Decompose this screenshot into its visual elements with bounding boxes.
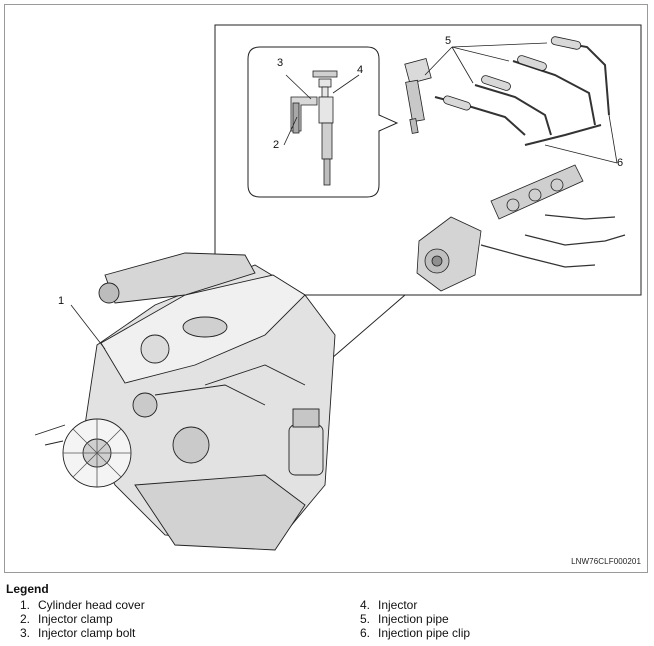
callout-2: 2	[273, 139, 280, 151]
engine-illustration	[34, 24, 642, 551]
legend-item-number: 5.	[360, 612, 371, 626]
engine-block	[34, 252, 336, 551]
legend-item-label: Cylinder head cover	[38, 598, 145, 612]
leaders-callout-6	[544, 114, 618, 164]
supply-pump	[416, 216, 482, 292]
figure-id: LNW76CLF000201	[571, 557, 641, 566]
callout-3: 3	[277, 57, 284, 69]
legend: Legend 1. Cylinder head cover 2. Injector …	[6, 582, 646, 640]
callout-6: 6	[617, 157, 624, 169]
legend-columns: 1. Cylinder head cover 2. Injector clamp 3…	[6, 598, 646, 640]
legend-title: Legend	[6, 582, 49, 596]
legend-item-label: Injection pipe clip	[378, 626, 471, 640]
legend-item-label: Injector	[378, 598, 418, 612]
engine-diagram-figure: 1 2 3 4 5 6 LNW76CLF000201	[4, 4, 648, 573]
legend-item-label: Injector clamp bolt	[38, 626, 136, 640]
legend-column-right: 4. Injector 5. Injection pipe 6. Injection …	[360, 598, 470, 640]
leaders-callout-5	[424, 42, 548, 84]
callout-4: 4	[357, 64, 364, 76]
legend-item: 5. Injection pipe	[360, 612, 470, 626]
legend-item: 2. Injector clamp	[20, 612, 360, 626]
legend-item: 1. Cylinder head cover	[20, 598, 360, 612]
leader-callout-2	[283, 116, 298, 146]
injection-pipe-sleeves	[443, 36, 582, 111]
injector-exploded	[404, 58, 432, 134]
legend-item-label: Injection pipe	[378, 612, 449, 626]
legend-item-number: 4.	[360, 598, 371, 612]
legend-column-left: 1. Cylinder head cover 2. Injector clamp 3…	[6, 598, 360, 640]
leader-callout-1	[70, 304, 106, 350]
common-rail	[490, 164, 584, 220]
legend-item-number: 1.	[20, 598, 31, 612]
leader-callout-4	[332, 74, 360, 94]
legend-item-label: Injector clamp	[38, 612, 113, 626]
legend-item-number: 3.	[20, 626, 31, 640]
fuel-lines	[480, 214, 626, 268]
legend-item-number: 2.	[20, 612, 31, 626]
legend-item: 4. Injector	[360, 598, 470, 612]
legend-item-number: 6.	[360, 626, 371, 640]
leader-callout-3	[285, 74, 312, 100]
legend-item: 3. Injector clamp bolt	[20, 626, 360, 640]
legend-item: 6. Injection pipe clip	[360, 626, 470, 640]
injector-detail-drawing	[290, 70, 338, 186]
callout-5: 5	[445, 35, 452, 47]
callout-1: 1	[58, 295, 65, 307]
